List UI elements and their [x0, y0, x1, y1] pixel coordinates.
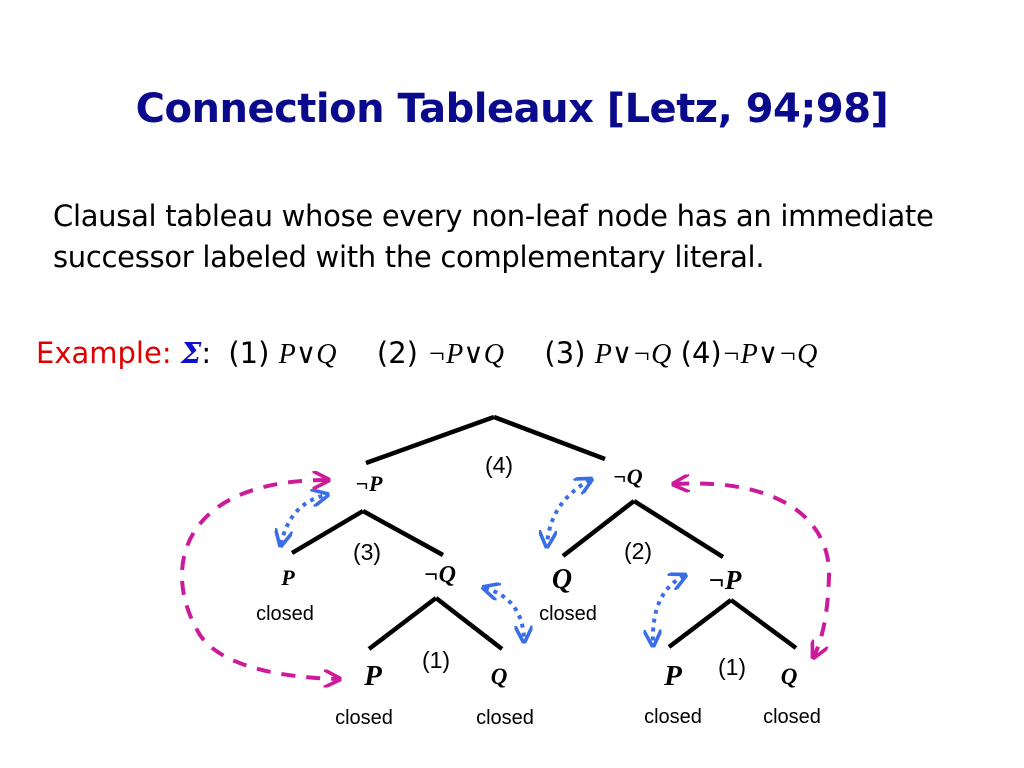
- closed-label-p-left: closed: [335, 707, 393, 729]
- clause-3-literal: P∨¬Q: [594, 339, 672, 370]
- clause-label-3: (3): [353, 539, 381, 565]
- closure-arrow-negq-q-right: [547, 480, 590, 545]
- edge-root-left: [365, 414, 495, 466]
- closed-label-q-left: closed: [476, 707, 534, 729]
- sigma-colon: :: [201, 336, 212, 370]
- closed-label-q-right: closed: [763, 706, 821, 728]
- node-not-q: ¬Q: [613, 464, 642, 489]
- edge-negP2-left: [667, 598, 733, 649]
- closure-arrow-p-negp-right: [653, 576, 684, 644]
- node-q-left-leaf: Q: [491, 664, 508, 689]
- node-not-p: ¬P: [356, 471, 383, 496]
- node-p-leaf: P: [280, 565, 295, 590]
- clause-4-literal: ¬P∨¬Q: [721, 339, 818, 370]
- definition-line-1: Clausal tableau whose every non-leaf nod…: [53, 199, 934, 233]
- node-q-right-leaf: Q: [781, 664, 798, 689]
- closure-arrow-negq-q: [485, 588, 524, 640]
- node-p-right-leaf: P: [663, 660, 682, 692]
- edge-root-right: [493, 414, 606, 462]
- node-p-left-leaf: P: [363, 660, 382, 692]
- slide-title: Connection Tableaux [Letz, 94;98]: [135, 86, 889, 132]
- closed-label-p-right: closed: [644, 706, 702, 728]
- clause-3-number: (3): [544, 336, 586, 370]
- clause-label-4: (4): [485, 452, 513, 478]
- clause-label-1-left: (1): [422, 647, 450, 673]
- edge-negP2-right: [729, 598, 798, 650]
- clause-label-2: (2): [624, 538, 652, 564]
- closure-arrow-negp-p-long: [179, 480, 338, 679]
- closure-arrow-negq-q-long: [675, 483, 832, 656]
- clause-2-number: (2): [376, 336, 418, 370]
- clause-4-number: (4): [680, 336, 722, 370]
- closed-label-q-leaf: closed: [539, 603, 597, 625]
- example-label: Example:: [36, 336, 172, 370]
- example-clause-set: Example: Σ: (1) P∨Q (2) ¬P∨Q (3) P∨¬Q (4…: [36, 336, 817, 371]
- edge-negQ2-left: [367, 596, 438, 651]
- definition-line-2: successor labeled with the complementary…: [53, 240, 765, 274]
- clause-1-number: (1): [228, 336, 270, 370]
- clause-2-literal: ¬P∨Q: [427, 339, 504, 370]
- node-not-p-2: ¬P: [709, 565, 742, 595]
- closed-label-p-leaf: closed: [256, 603, 314, 625]
- edge-negQ2-right: [434, 596, 504, 651]
- clause-1-literal: P∨Q: [278, 339, 337, 370]
- node-not-q-2: ¬Q: [424, 562, 456, 588]
- edge-negP-right: [361, 509, 445, 557]
- sigma-symbol: Σ: [180, 336, 202, 370]
- node-q-leaf: Q: [552, 564, 572, 595]
- clause-label-1-right: (1): [718, 654, 746, 680]
- definition-text: Clausal tableau whose every non-leaf nod…: [53, 196, 1013, 278]
